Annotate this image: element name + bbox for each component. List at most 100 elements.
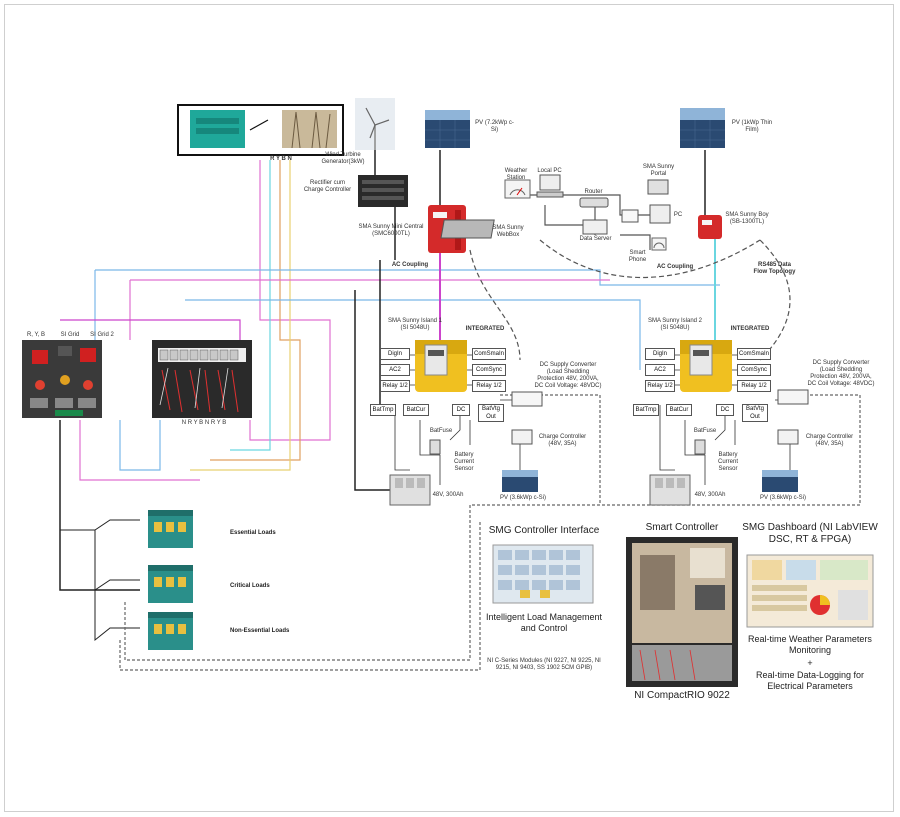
pc-label: PC — [668, 212, 688, 219]
smartphone-label: Smart Phone — [620, 250, 655, 264]
charge-ctrl-2-icon — [778, 430, 798, 444]
load-cabinet-critical — [148, 565, 193, 603]
router-icon — [580, 198, 608, 207]
port-relay-b-1: Relay 1/2 — [472, 380, 506, 392]
net-4 — [620, 235, 650, 250]
wire-blue-low — [120, 420, 160, 470]
smg-dashboard-caption-weather: Real-time Weather Parameters Monitoring — [745, 634, 875, 656]
ac-coupling-left-label: AC Coupling — [385, 262, 435, 269]
switchboard-panel — [22, 340, 102, 418]
charge-ctrl-2-label: Charge Controller (48V, 35A) — [802, 434, 857, 448]
sunny-boy-2-inverter-icon — [698, 215, 722, 239]
bat-sensor-2-icon — [695, 440, 705, 454]
comm-dash-1 — [470, 250, 520, 360]
port-battmp-2: BatTmp — [633, 404, 659, 416]
dc-supply-2-label: DC Supply Converter (Load Shedding Prote… — [806, 360, 876, 388]
batfuse-1-label: BatFuse — [426, 428, 456, 435]
wire-load-1 — [60, 520, 140, 530]
sunny-island-2-title: SMA Sunny Island 2 (SI 5048U) — [645, 318, 705, 332]
pc-icon — [622, 205, 670, 223]
charge-ctrl-1-label: Charge Controller (48V, 35A) — [535, 434, 590, 448]
port-batcur-2: BatCur — [666, 404, 692, 416]
pv3-label: PV (3.6kWp c-Si) — [498, 495, 548, 502]
sunny-island-1-tag: INTEGRATED — [465, 326, 505, 333]
dc-supply-2-icon — [778, 390, 808, 404]
port-dc-1: DC — [452, 404, 470, 416]
port-relay-a-2: Relay 1/2 — [645, 380, 675, 392]
smart-controller-caption: NI CompactRIO 9022 — [616, 690, 748, 702]
sunny-island-1-title: SMA Sunny Island 1 (SI 5048U) — [385, 318, 445, 332]
port-relay-a-1: Relay 1/2 — [380, 380, 410, 392]
pv1-panel-icon — [425, 110, 470, 148]
pv1-label: PV (7.2kWp c-Si) — [472, 120, 517, 134]
smg-dashboard-screenshot — [747, 555, 873, 627]
sunny-boy-2-label: SMA Sunny Boy (SB-1300TL) — [722, 212, 772, 226]
webbox-label: SMA Sunny WebBox — [486, 225, 530, 239]
port-comsync-2: ComSync — [737, 364, 771, 376]
sunny-boy-1-label: SMA Sunny Mini Central (SMC6000TL) — [356, 224, 426, 238]
sunny-island-1-icon — [415, 340, 467, 392]
smg-dashboard-title: SMG Dashboard (NI LabVIEW DSC, RT & FPGA… — [740, 522, 880, 546]
data-server-icon — [583, 220, 607, 234]
wire-load-main — [60, 420, 140, 590]
wind-turbine-label: Wind Turbine Generator(3kW) — [318, 152, 368, 166]
port-batvtg-1: BatVtg Out — [478, 404, 504, 422]
dc-supply-1-icon — [512, 392, 542, 406]
pv4-label: PV (3.6kWp c-Si) — [758, 495, 808, 502]
rs485-label: RS485 Data Flow Topology — [752, 262, 797, 276]
port-digin-1: DigIn — [380, 348, 410, 360]
weather-station-label: Weather Station — [496, 168, 536, 182]
port-comsmain-2: ComSmaIn — [737, 348, 771, 360]
wire-blue-mid — [185, 300, 640, 370]
port-ac2-2: AC2 — [645, 364, 675, 376]
battery-2-label: 48V, 300Ah — [690, 492, 730, 499]
batfuse-2-label: BatFuse — [690, 428, 720, 435]
weather-station-icon — [505, 180, 530, 198]
local-pc-label: Local PC — [532, 168, 567, 175]
port-comsmain-1: ComSmaIn — [472, 348, 506, 360]
battery-bank-2-icon — [650, 475, 690, 505]
load-label-nonessential: Non-Essential Loads — [230, 628, 289, 634]
sunny-island-2-icon — [680, 340, 732, 392]
bat-sensor-2-label: Battery Current Sensor — [708, 452, 748, 473]
sma-portal-label: SMA Sunny Portal — [636, 164, 681, 178]
generator-grid-box — [178, 105, 343, 155]
load-cabinet-nonessential — [148, 612, 193, 650]
port-relay-b-2: Relay 1/2 — [737, 380, 771, 392]
smg-interface-screenshot — [493, 545, 593, 603]
switchboard-label-grid2: SI Grid 2 — [86, 332, 118, 339]
smart-controller-photo — [626, 537, 738, 687]
port-digin-2: DigIn — [645, 348, 675, 360]
port-ac2-1: AC2 — [380, 364, 410, 376]
ac-coupling-right-label: AC Coupling — [650, 264, 700, 271]
rectifier-icon — [358, 175, 408, 207]
port-batvtg-2: BatVtg Out — [742, 404, 768, 422]
wire-pink-low — [80, 420, 200, 480]
load-label-critical: Critical Loads — [230, 583, 270, 589]
smg-interface-title: SMG Controller Interface — [485, 525, 603, 537]
pv2-panel-icon — [680, 108, 725, 148]
smg-interface-caption: Intelligent Load Management and Control — [485, 612, 603, 634]
distribution-phase-labels: N R Y B N R Y B — [160, 420, 248, 427]
gen-phase-labels: R Y B N — [256, 156, 306, 163]
dc-supply-1-label: DC Supply Converter (Load Shedding Prote… — [534, 362, 602, 390]
port-comsync-1: ComSync — [472, 364, 506, 376]
bat-sensor-1-icon — [430, 440, 440, 454]
bat-sensor-1-label: Battery Current Sensor — [444, 452, 484, 473]
smg-dashboard-caption-logging: Real-time Data-Logging for Electrical Pa… — [745, 670, 875, 692]
port-battmp-1: BatTmp — [370, 404, 396, 416]
switchboard-display — [55, 410, 83, 416]
battery-1-label: 48V, 300Ah — [428, 492, 468, 499]
smartphone-icon — [652, 238, 666, 250]
rectifier-label: Rectifier cum Charge Controller — [300, 180, 355, 194]
battery-bank-1-icon — [390, 475, 430, 505]
pv4-panel-icon — [762, 470, 798, 492]
smg-dashboard-plus: + — [745, 658, 875, 669]
switchboard-label-grid1: SI Grid — [56, 332, 84, 339]
sunny-island-2-tag: INTEGRATED — [730, 326, 770, 333]
pv2-label: PV (1kWp Thin Film) — [727, 120, 777, 134]
comm-dash-3 — [760, 240, 790, 360]
port-batcur-1: BatCur — [403, 404, 429, 416]
data-server-label: Data Server — [578, 236, 613, 243]
load-cabinet-essential — [148, 510, 193, 548]
